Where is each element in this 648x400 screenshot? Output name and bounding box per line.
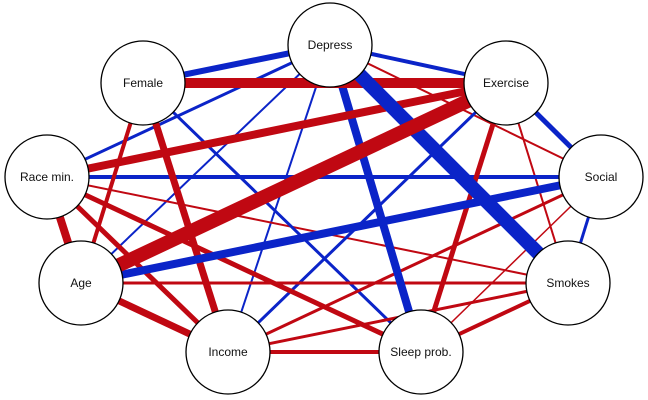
edge-income-depress bbox=[227, 44, 331, 353]
node-circle bbox=[38, 240, 124, 326]
node-sleep: Sleep prob. bbox=[378, 309, 464, 395]
node-label: Social bbox=[585, 170, 618, 184]
node-label: Race min. bbox=[20, 170, 74, 184]
node-circle bbox=[525, 240, 611, 326]
edge-exercise-sleep bbox=[418, 82, 509, 353]
node-label: Sleep prob. bbox=[390, 345, 451, 359]
node-label: Depress bbox=[308, 38, 353, 52]
node-circle bbox=[4, 134, 90, 220]
node-label: Age bbox=[70, 276, 92, 290]
node-circle bbox=[100, 40, 186, 126]
node-race: Race min. bbox=[4, 134, 90, 220]
node-income: Income bbox=[185, 309, 271, 395]
node-circle bbox=[287, 2, 373, 88]
node-circle bbox=[558, 134, 644, 220]
edge-depress-social bbox=[329, 44, 602, 178]
edge-age-exercise bbox=[78, 76, 509, 290]
edge-income-social bbox=[227, 175, 602, 354]
edge-age-social bbox=[80, 173, 602, 287]
edge-race-exercise bbox=[46, 79, 507, 181]
node-label: Smokes bbox=[546, 276, 589, 290]
node-label: Income bbox=[208, 345, 248, 359]
edge-depress-sleep bbox=[326, 43, 425, 354]
edge-income-exercise bbox=[226, 81, 508, 354]
node-circle bbox=[378, 309, 464, 395]
node-age: Age bbox=[38, 240, 124, 326]
edge-race-depress bbox=[46, 43, 331, 179]
node-female: Female bbox=[100, 40, 186, 126]
node-smokes: Smokes bbox=[525, 240, 611, 326]
node-label: Female bbox=[123, 76, 163, 90]
node-depress: Depress bbox=[287, 2, 373, 88]
node-circle bbox=[185, 309, 271, 395]
edge-race-sleep bbox=[45, 174, 423, 355]
edge-female-income bbox=[139, 81, 232, 354]
node-social: Social bbox=[558, 134, 644, 220]
node-exercise: Exercise bbox=[463, 40, 549, 126]
node-label: Exercise bbox=[483, 76, 529, 90]
edge-female-sleep bbox=[141, 81, 423, 354]
node-circle bbox=[463, 40, 549, 126]
edge-depress-smokes bbox=[325, 40, 573, 288]
edge-race-smokes bbox=[46, 176, 569, 284]
